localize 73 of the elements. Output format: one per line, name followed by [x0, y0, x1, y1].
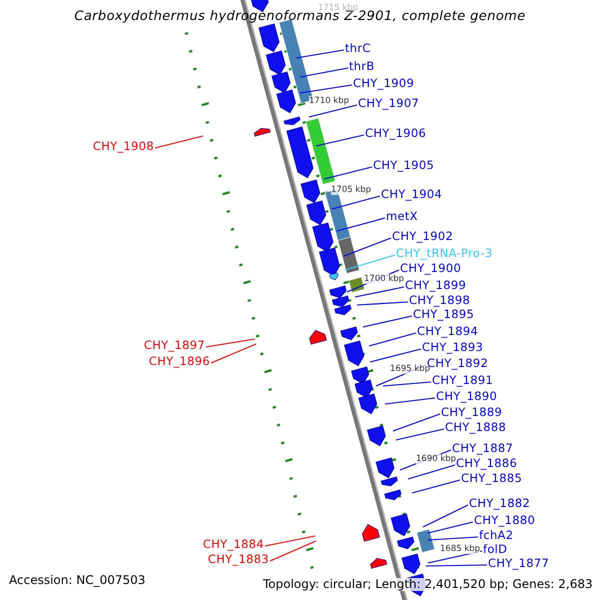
- gene-label: CHY_1884: [202, 537, 264, 551]
- scale-label: 1715 kbp: [318, 3, 358, 13]
- scale-label: 1695 kbp: [390, 364, 430, 374]
- leader-line: [264, 535, 316, 547]
- gene-label: CHY_1904: [381, 187, 442, 201]
- leader-line: [370, 348, 422, 363]
- gene-label: CHY_1909: [353, 76, 414, 90]
- gene-label: CHY_1898: [409, 293, 470, 307]
- gene-label: CHY_1886: [456, 456, 518, 470]
- leader-line: [384, 397, 436, 405]
- gene-label: CHY_1900: [400, 261, 462, 275]
- leader-line: [308, 104, 358, 118]
- gene-label: CHY_1897: [144, 338, 205, 352]
- gene-label: CHY_1894: [417, 324, 478, 338]
- leader-line: [426, 564, 487, 567]
- gene-label: CHY_1902: [392, 229, 454, 243]
- leader-line: [422, 504, 468, 528]
- leader-line: [332, 195, 380, 210]
- gene-label: CHY_tRNA-Pro-3: [396, 246, 492, 260]
- gene-label: CHY_1891: [432, 373, 494, 387]
- leader-line: [324, 166, 372, 180]
- leader-line: [382, 381, 432, 387]
- gene-label: CHY_1899: [405, 278, 466, 292]
- leader-line: [354, 286, 404, 298]
- gene-label: CHY_1893: [422, 340, 484, 354]
- topology-text: Topology: circular; Length: 2,401,520 bp; Genes: 2,683: [263, 578, 593, 591]
- gene-label: thrC: [345, 41, 371, 55]
- gene-label: CHY_1906: [365, 126, 426, 140]
- leader-line: [336, 217, 386, 232]
- leader-line: [362, 315, 412, 328]
- leader-line: [210, 344, 256, 364]
- gene-label: CHY_1888: [445, 420, 506, 434]
- scale-label: 1685 kbp: [440, 544, 480, 554]
- scale-label: 1710 kbp: [309, 96, 350, 106]
- leader-line: [396, 428, 444, 441]
- gene-label: CHY_1907: [358, 96, 420, 110]
- leader-line: [408, 464, 456, 480]
- scale-label: 1690 kbp: [416, 454, 456, 464]
- gene-label: CHY_1895: [413, 307, 474, 321]
- gene-label: CHY_1880: [474, 513, 536, 527]
- leader-line: [300, 84, 352, 94]
- leader-line: [300, 67, 348, 78]
- leader-line: [368, 332, 416, 347]
- title: Carboxydothermus hydrogenoformans Z-2901, complete genome: [73, 10, 527, 23]
- leader-line: [344, 237, 392, 257]
- leader-line: [428, 521, 474, 534]
- gene-label: thrB: [349, 59, 375, 73]
- accession-text: Accession: NC_007503: [9, 574, 146, 587]
- gene-label: CHY_1883: [208, 552, 269, 566]
- gene-label: CHY_1890: [436, 389, 498, 403]
- scale-label: 1700 kbp: [364, 274, 404, 284]
- leader-line: [356, 301, 408, 306]
- leader-line: [296, 49, 344, 59]
- gene-label: folD: [483, 542, 508, 556]
- leader-line: [206, 338, 256, 348]
- leader-line: [392, 413, 440, 432]
- gene-label: CHY_1887: [452, 441, 514, 455]
- gene-label: CHY_1905: [373, 158, 434, 172]
- gene-label: metX: [386, 209, 418, 223]
- gene-label: CHY_1877: [488, 556, 550, 570]
- leader-line: [412, 479, 460, 494]
- scale-label: 1705 kbp: [331, 185, 372, 195]
- leader-line: [316, 134, 364, 147]
- gene-label: CHY_1882: [469, 496, 530, 510]
- leader-line: [270, 540, 316, 562]
- gene-label: CHY_1896: [148, 354, 210, 368]
- leader-line: [428, 536, 478, 541]
- gene-label: CHY_1889: [441, 405, 502, 419]
- leader-line: [344, 254, 396, 271]
- gene-label: CHY_1885: [461, 471, 522, 485]
- leader-line: [154, 135, 204, 149]
- gene-label: fchA2: [479, 528, 514, 542]
- gene-label: CHY_1908: [92, 139, 154, 153]
